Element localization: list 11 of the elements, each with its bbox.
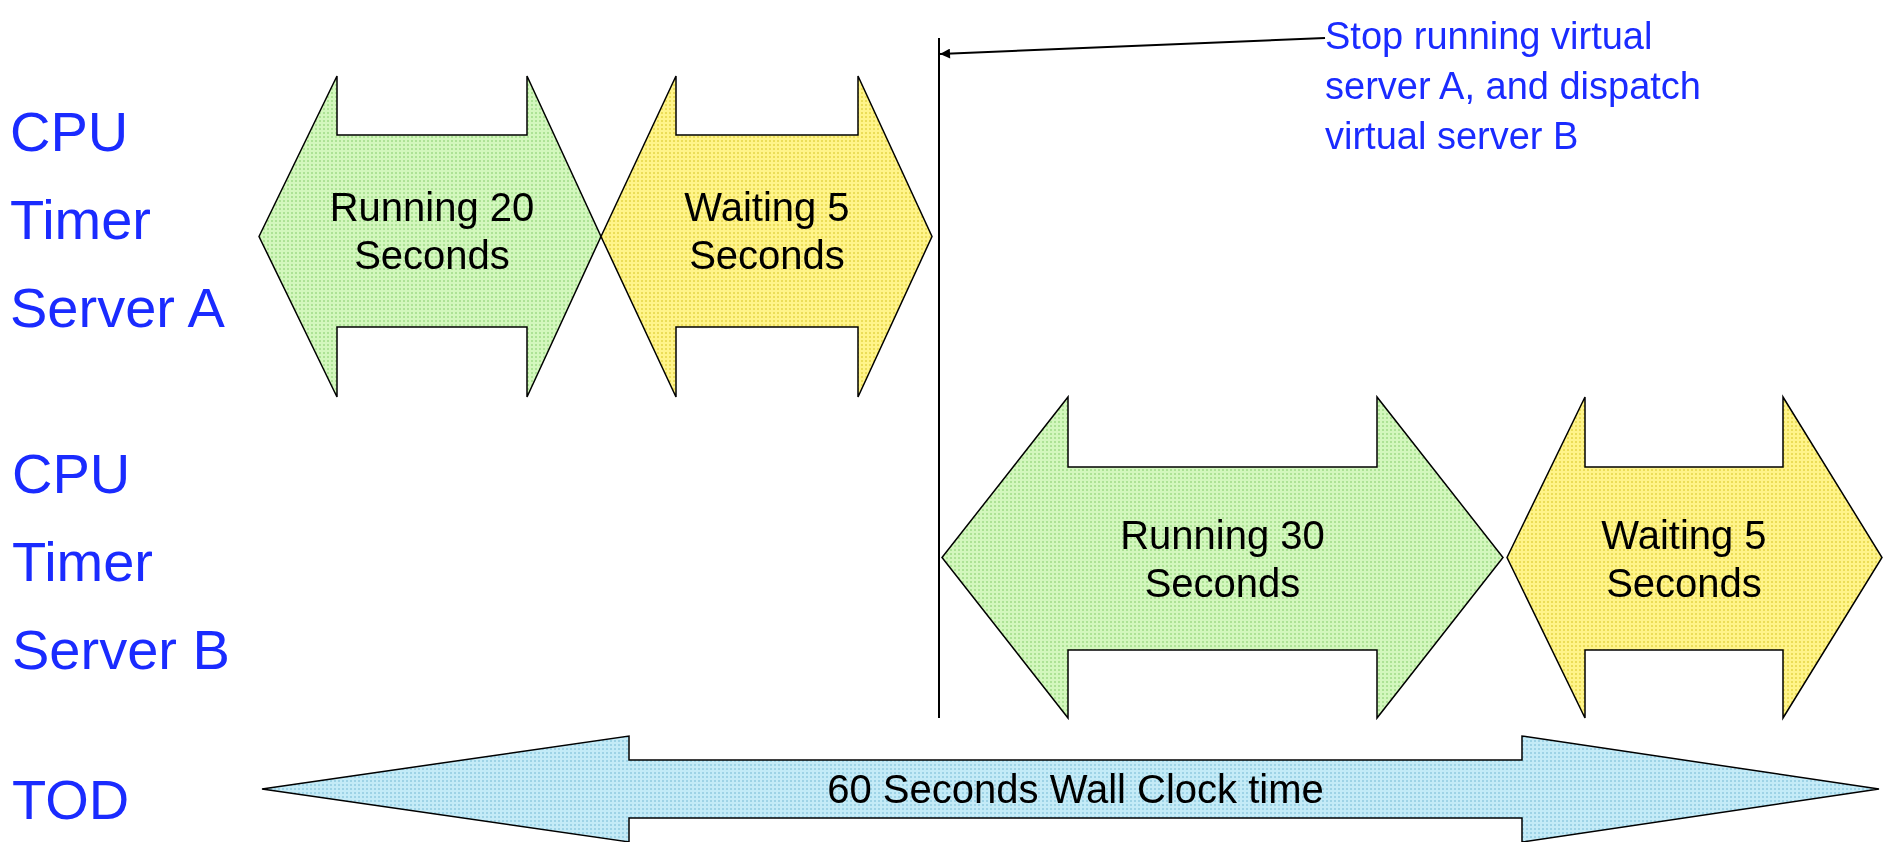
callout-text: Stop running virtual server A, and dispatch virtual server B [1325, 14, 1702, 159]
duration-label: Waiting 5 Seconds [683, 184, 851, 279]
duration-label: Running 20 Seconds [328, 184, 536, 279]
duration-label: Waiting 5 Seconds [1600, 511, 1768, 607]
divider-line [938, 38, 940, 718]
row-label: CPU Timer Server A [10, 99, 226, 341]
arrow [939, 37, 1326, 59]
row-label: CPU Timer Server B [12, 441, 231, 683]
duration-label: Running 30 Seconds [1119, 511, 1326, 607]
row-label: TOD [12, 767, 131, 833]
duration-label: 60 Seconds Wall Clock time [826, 766, 1325, 813]
